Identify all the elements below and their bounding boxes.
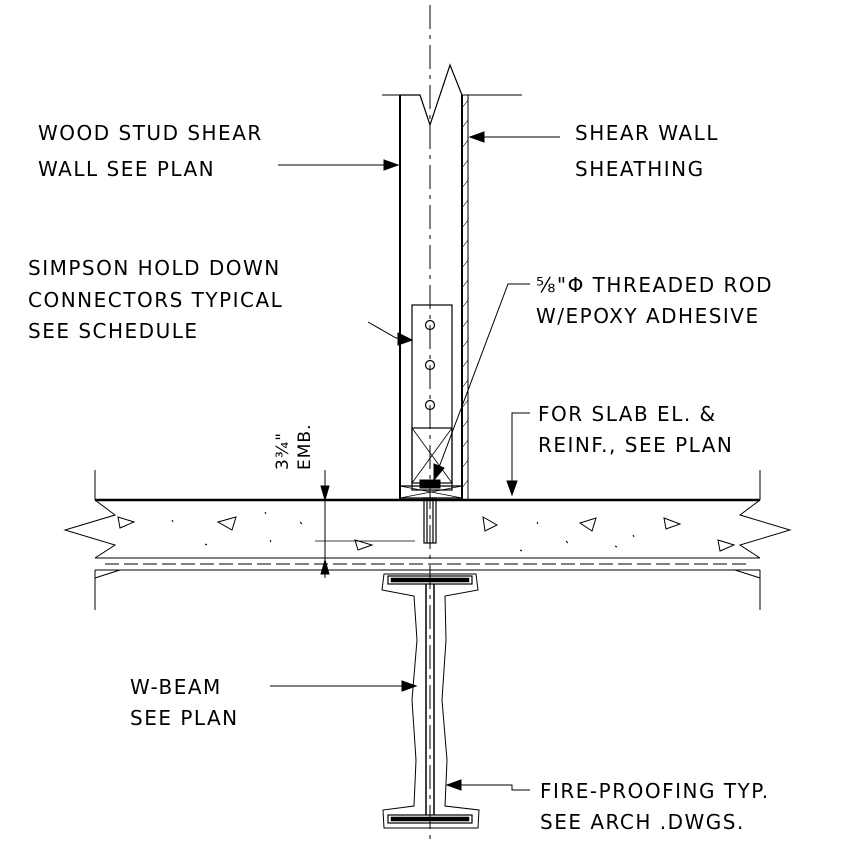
wood-stud-label-line1: WOOD STUD SHEAR (38, 121, 263, 145)
slab-label-line1: FOR SLAB EL. & (538, 402, 717, 426)
wood-stud-wall (382, 63, 522, 500)
rod-label-line1: ⅝"Φ THREADED ROD (536, 273, 773, 297)
beam-label-line2: SEE PLAN (130, 706, 239, 730)
leader-lines (270, 131, 560, 791)
embedment-label-line1: 3¾" (273, 432, 293, 470)
holddown-label-line2: CONNECTORS TYPICAL (28, 288, 283, 312)
fireproofing-label-line2: SEE ARCH .DWGS. (540, 810, 745, 834)
sheathing-hatch (461, 99, 469, 489)
hold-down-connector (399, 304, 463, 499)
holddown-label-line3: SEE SCHEDULE (28, 319, 198, 343)
beam-label-line1: W-BEAM (130, 675, 222, 699)
embedment-label-line2: EMB. (295, 424, 315, 470)
holddown-label-line1: SIMPSON HOLD DOWN (28, 256, 281, 280)
rod-label-line2: W/EPOXY ADHESIVE (536, 304, 760, 328)
fireproofing-label-line1: FIRE-PROOFING TYP. (540, 779, 770, 803)
concrete-slab (63, 470, 792, 610)
concrete-aggregate (117, 511, 736, 552)
embedment-dimension (315, 470, 415, 578)
w-beam (381, 573, 480, 829)
sheathing-label-line2: SHEATHING (575, 157, 705, 181)
slab-label-line2: REINF., SEE PLAN (538, 433, 733, 457)
wood-stud-label-line2: WALL SEE PLAN (38, 157, 215, 181)
sheathing-label-line1: SHEAR WALL (575, 121, 719, 145)
threaded-rod (423, 497, 437, 544)
